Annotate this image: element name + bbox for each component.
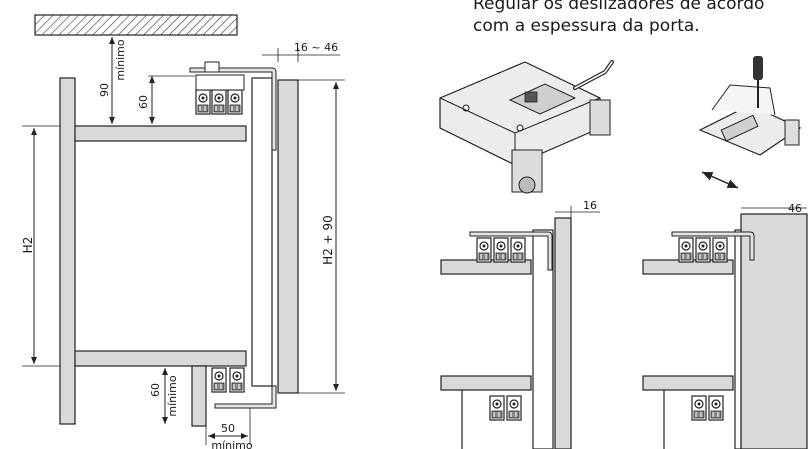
ceiling-hatch bbox=[34, 14, 238, 36]
top-roller-1 bbox=[195, 89, 211, 115]
dim-bottom-50: 50 bbox=[221, 422, 235, 435]
bottom-roller-1 bbox=[211, 367, 227, 393]
sliding-door bbox=[277, 79, 299, 394]
bottom-bracket bbox=[214, 385, 277, 409]
dim-top-min-word: mínimo bbox=[114, 39, 127, 81]
cabinet-bottom-shelf bbox=[74, 350, 247, 367]
dim-door-height: H2 + 90 bbox=[321, 215, 335, 265]
top-roller-2 bbox=[211, 89, 227, 115]
inner-frame bbox=[251, 77, 273, 387]
caption-line-1: Regular os deslizadores de acordo bbox=[473, 0, 765, 14]
iso-view-hex-key bbox=[439, 60, 614, 194]
instruction-caption: Regular os deslizadores de acordo com a … bbox=[473, 0, 812, 37]
top-bracket-plate bbox=[204, 61, 220, 73]
caption-line-2: com a espessura da porta. bbox=[473, 16, 700, 36]
dim-top-90: 90 bbox=[98, 83, 111, 97]
top-roller-3 bbox=[227, 89, 243, 115]
detail-view-46: 46 bbox=[642, 202, 808, 449]
dim-thick-door: 46 bbox=[788, 202, 802, 215]
cabinet-side-panel bbox=[59, 77, 76, 425]
dim-bottom-min-word: mínimo bbox=[166, 375, 179, 417]
bottom-leg bbox=[191, 365, 207, 427]
main-section-view: 90 mínimo 60 16 ~ 46 H2 H2 + 90 60 mínim… bbox=[21, 14, 345, 449]
dim-bottom-width-word: mínimo bbox=[211, 439, 253, 449]
cabinet-top-shelf bbox=[74, 125, 247, 142]
bottom-roller-2 bbox=[229, 367, 245, 393]
detail-view-16: 16 bbox=[440, 199, 600, 449]
top-bracket bbox=[189, 67, 277, 151]
dim-door-range: 16 ~ 46 bbox=[294, 41, 338, 54]
dim-top-60: 60 bbox=[137, 95, 150, 109]
iso-view-screwdriver bbox=[698, 56, 802, 189]
dim-thin-door: 16 bbox=[583, 199, 597, 212]
top-roller-housing bbox=[195, 74, 245, 91]
dim-cabinet-height: H2 bbox=[21, 237, 35, 254]
dim-bottom-60: 60 bbox=[149, 383, 162, 397]
